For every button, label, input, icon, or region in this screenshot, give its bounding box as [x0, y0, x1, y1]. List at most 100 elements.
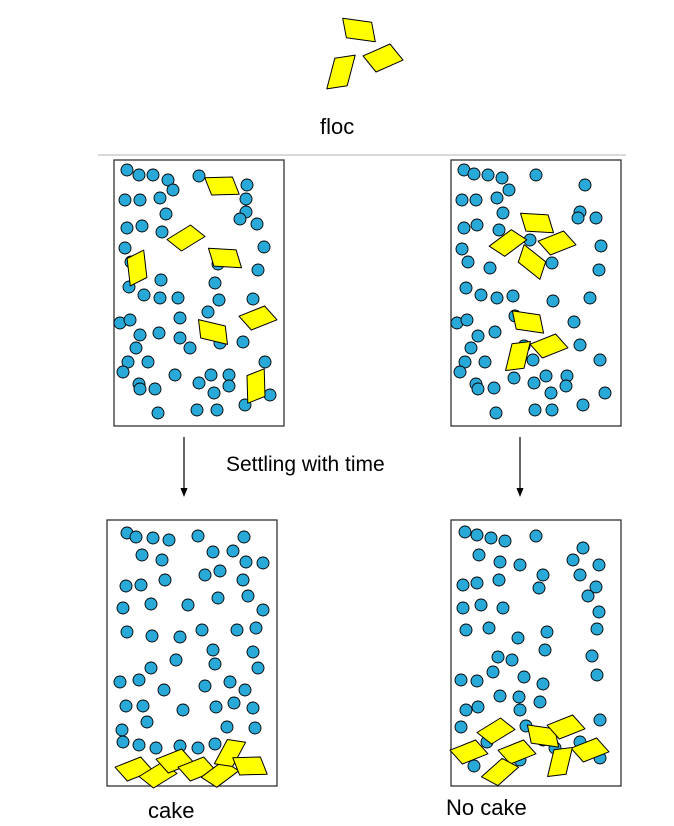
particle	[236, 573, 250, 587]
particle	[145, 629, 159, 643]
particle	[590, 668, 604, 682]
particle	[495, 171, 509, 185]
particle	[487, 381, 501, 395]
particle	[539, 369, 553, 383]
particle	[467, 759, 481, 773]
particle	[140, 715, 154, 729]
floc-flake	[517, 244, 547, 280]
particle	[230, 623, 244, 637]
particle	[208, 276, 222, 290]
particle	[198, 679, 212, 693]
particle	[467, 167, 481, 181]
particle	[581, 589, 595, 603]
particle	[208, 657, 222, 671]
particle	[223, 675, 237, 689]
particle	[454, 720, 468, 734]
particle	[464, 341, 478, 355]
particle	[159, 207, 173, 221]
particle	[141, 355, 155, 369]
particle	[469, 193, 483, 207]
particle	[490, 191, 504, 205]
particle	[573, 338, 587, 352]
particle	[176, 703, 190, 717]
dispersed-flakes	[126, 176, 278, 404]
particle	[158, 573, 172, 587]
particle	[470, 218, 484, 232]
particle	[527, 376, 541, 390]
particle	[129, 341, 143, 355]
particle	[123, 313, 137, 327]
particle	[257, 240, 271, 254]
particle	[513, 558, 527, 572]
particle	[592, 263, 606, 277]
particle	[211, 591, 225, 605]
particle	[113, 675, 127, 689]
particle	[538, 643, 552, 657]
particle	[201, 305, 215, 319]
sediment-flake	[476, 717, 516, 745]
particle	[135, 219, 149, 233]
particle	[120, 221, 134, 235]
dispersed-flake	[166, 224, 206, 252]
particle	[116, 601, 130, 615]
particle	[157, 683, 171, 697]
particle	[571, 211, 585, 225]
particle	[155, 553, 169, 567]
particle	[251, 263, 265, 277]
particle	[149, 741, 163, 755]
particle	[209, 700, 223, 714]
beaker-top-right	[450, 159, 622, 427]
particle	[484, 531, 498, 545]
particle	[598, 386, 612, 400]
sediment-flake	[547, 747, 573, 777]
cake-flake	[213, 739, 247, 767]
particle	[169, 653, 183, 667]
sediment-flake	[481, 757, 519, 787]
particle	[456, 578, 470, 592]
particle	[474, 598, 488, 612]
particle	[528, 403, 542, 417]
particle	[567, 315, 581, 329]
particle	[133, 382, 147, 396]
particle	[505, 653, 519, 667]
particle	[239, 192, 253, 206]
particle	[132, 673, 146, 687]
particle	[576, 541, 590, 555]
particle	[545, 256, 559, 270]
particle	[492, 573, 506, 587]
particle	[239, 555, 253, 569]
particle	[578, 178, 592, 192]
arrow-left	[180, 437, 188, 497]
particle	[146, 531, 160, 545]
dispersed-flake	[238, 305, 278, 331]
particle	[206, 545, 220, 559]
particle	[472, 548, 486, 562]
particle	[246, 701, 260, 715]
particle	[592, 558, 606, 572]
particles-bottom-left	[113, 526, 270, 755]
particle	[470, 528, 484, 542]
particle	[512, 690, 526, 704]
particle	[153, 191, 167, 205]
particle	[461, 255, 475, 269]
particle	[256, 556, 270, 570]
particle	[220, 720, 234, 734]
particle	[152, 326, 166, 340]
particle	[222, 379, 236, 393]
particle	[115, 723, 129, 737]
particle	[491, 650, 505, 664]
particle	[536, 568, 550, 582]
particle	[191, 529, 205, 543]
particle	[486, 665, 500, 679]
particle	[590, 622, 604, 636]
particles-top-right	[450, 163, 612, 420]
particle	[529, 529, 543, 543]
particle	[248, 721, 262, 735]
floc-flake	[342, 17, 376, 43]
sediment-flake	[570, 737, 610, 763]
dispersed-flake	[246, 368, 266, 404]
particle	[241, 589, 255, 603]
particle	[251, 661, 265, 675]
floc-flake	[520, 212, 554, 234]
particle	[213, 564, 227, 578]
